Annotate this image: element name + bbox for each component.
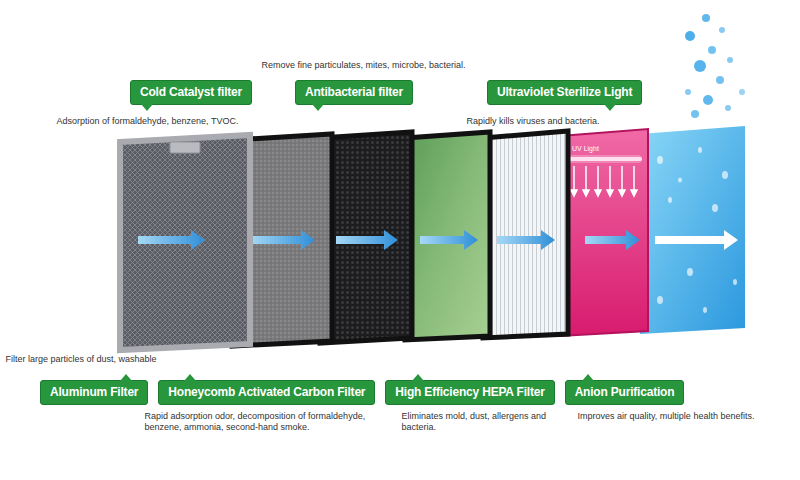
callout-description: Rapid adsorption odor, decomposition of … bbox=[145, 411, 395, 433]
callout-tail bbox=[184, 374, 196, 381]
callout-description: Filter large particles of dust, washable bbox=[6, 354, 166, 365]
callout-description: Rapidly kills viruses and bacteria. bbox=[467, 116, 667, 127]
filter-callout: Honeycomb Activated Carbon FilterRapid a… bbox=[158, 380, 375, 405]
air-bubbles bbox=[685, 14, 745, 118]
filter-callout: Ultraviolet Sterilize LightRapidly kills… bbox=[487, 80, 642, 105]
uv-panel bbox=[560, 129, 648, 336]
callout-tail bbox=[120, 374, 132, 381]
callout-title: Aluminum Filter bbox=[50, 385, 138, 400]
callout-description: Improves air quality, multiple health be… bbox=[578, 411, 792, 422]
filter-callout: Aluminum FilterFilter large particles of… bbox=[40, 380, 148, 405]
callout-tail bbox=[141, 104, 153, 111]
callout-tail bbox=[312, 104, 324, 111]
callout-title: Antibacterial filter bbox=[305, 85, 403, 100]
hepa-panel bbox=[483, 131, 568, 338]
callout-description: Remove fine particulates, mites, microbe… bbox=[262, 60, 552, 71]
callout-title: Cold Catalyst filter bbox=[140, 85, 242, 100]
aluminum-panel bbox=[120, 135, 250, 350]
callout-description: Adsorption of formaldehyde, benzene, TVO… bbox=[57, 116, 317, 127]
callout-tail bbox=[582, 374, 594, 381]
callout-tail bbox=[604, 104, 616, 111]
filter-callout: Anion PurificationImproves air quality, … bbox=[565, 380, 685, 405]
panel-label: UV Light bbox=[572, 145, 599, 153]
callout-description: Eliminates mold, dust, allergens and bac… bbox=[402, 411, 574, 433]
filter-callout: High Efficiency HEPA FilterEliminates mo… bbox=[385, 380, 554, 405]
filter-callout: Cold Catalyst filterAdsorption of formal… bbox=[130, 80, 252, 105]
callout-title: Anion Purification bbox=[575, 385, 675, 400]
filter-callout: Antibacterial filterRemove fine particul… bbox=[295, 80, 413, 105]
antibacterial-panel bbox=[405, 132, 490, 340]
callout-title: Honeycomb Activated Carbon Filter bbox=[168, 385, 365, 400]
callout-title: Ultraviolet Sterilize Light bbox=[497, 85, 632, 100]
callout-title: High Efficiency HEPA Filter bbox=[395, 385, 544, 400]
callout-tail bbox=[412, 374, 424, 381]
anion-panel bbox=[640, 126, 745, 334]
